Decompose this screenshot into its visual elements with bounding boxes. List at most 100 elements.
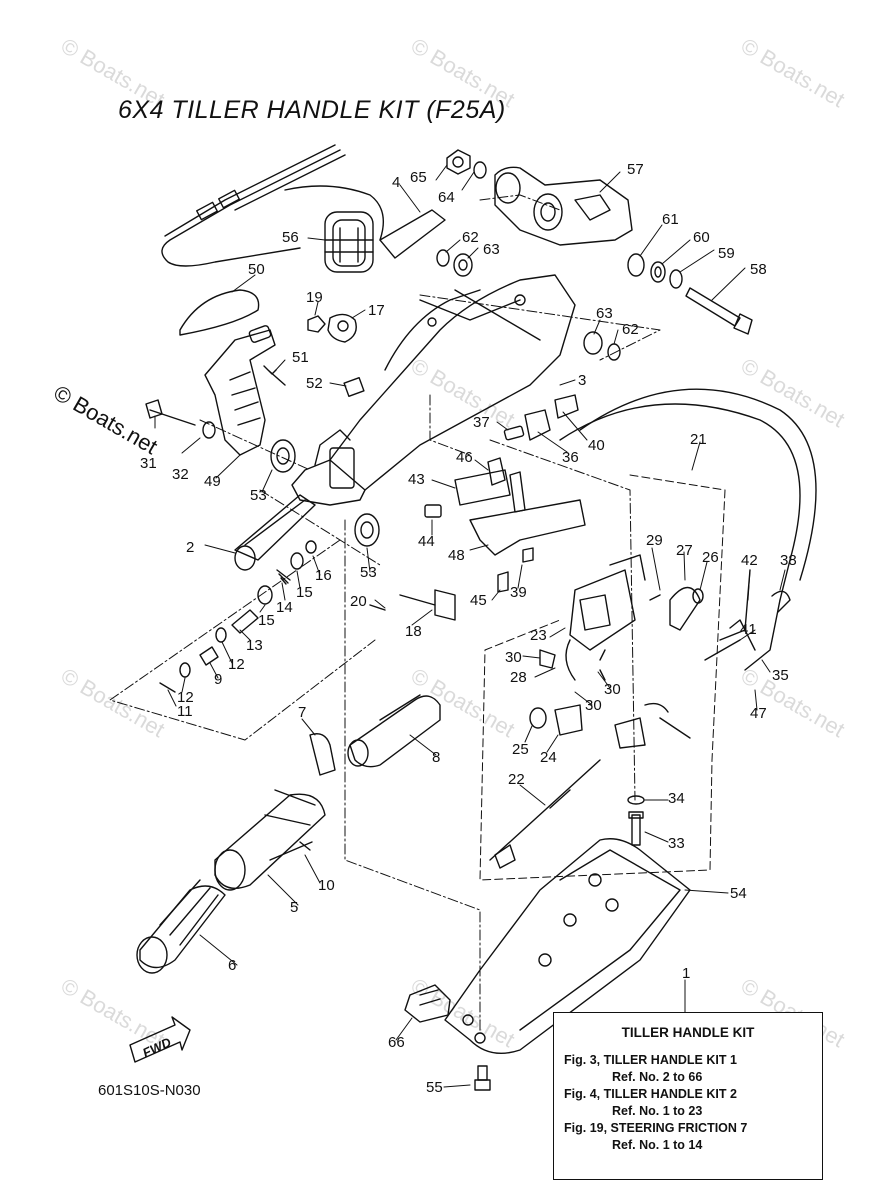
callout-63: 63 (596, 305, 613, 322)
callout-31: 31 (140, 455, 157, 472)
kit-box-line: Fig. 19, STEERING FRICTION 7 (564, 1121, 748, 1135)
callout-3: 3 (578, 372, 587, 389)
throttle-linkage-parts (489, 554, 704, 869)
callout-29: 29 (646, 532, 663, 549)
throttle-grip-part (136, 789, 326, 974)
callout-20: 20 (350, 593, 367, 610)
grommet-part (324, 211, 374, 273)
callout-48: 48 (448, 547, 465, 564)
bushing-part (270, 439, 380, 547)
callout-53: 53 (360, 564, 377, 581)
callout-62: 62 (622, 321, 639, 338)
callout-12: 12 (177, 689, 194, 706)
callout-7: 7 (298, 704, 307, 721)
small-label-part (343, 376, 365, 398)
callout-56: 56 (282, 229, 299, 246)
callout-14: 14 (276, 599, 293, 616)
screw-part (269, 841, 313, 861)
bolt-part (627, 253, 753, 335)
callout-25: 25 (512, 741, 529, 758)
callout-49: 49 (204, 473, 221, 490)
bolt-part (474, 1065, 491, 1091)
callout-17: 17 (368, 302, 385, 319)
bottom-cover-part (444, 838, 691, 1054)
callout-33: 33 (668, 835, 685, 852)
callout-30: 30 (505, 649, 522, 666)
throttle-cable-assembly (161, 144, 384, 267)
kit-box-title: TILLER HANDLE KIT (621, 1025, 755, 1040)
handle-grip-part (179, 289, 276, 456)
callout-45: 45 (470, 592, 487, 609)
callout-30: 30 (604, 681, 621, 698)
callout-21: 21 (690, 431, 707, 448)
callout-51: 51 (292, 349, 309, 366)
kit-box-line: Fig. 3, TILLER HANDLE KIT 1 (564, 1053, 737, 1067)
callout-9: 9 (214, 671, 223, 688)
kit-box-line: Ref. No. 1 to 14 (612, 1138, 703, 1152)
callout-58: 58 (750, 261, 767, 278)
callout-43: 43 (408, 471, 425, 488)
callout-39: 39 (510, 584, 527, 601)
callout-22: 22 (508, 771, 525, 788)
callout-18: 18 (405, 623, 422, 640)
callout-30: 30 (585, 697, 602, 714)
nut-part (446, 149, 487, 179)
callout-66: 66 (388, 1034, 405, 1051)
tiller-arm-body (291, 274, 576, 506)
callout-28: 28 (510, 669, 527, 686)
callout-2: 2 (186, 539, 195, 556)
callout-32: 32 (172, 466, 189, 483)
callout-34: 34 (668, 790, 685, 807)
callout-62: 62 (462, 229, 479, 246)
callout-16: 16 (315, 567, 332, 584)
spacer-part (436, 249, 621, 361)
callout-53: 53 (250, 487, 267, 504)
callout-42: 42 (741, 552, 758, 569)
callout-47: 47 (750, 705, 767, 722)
kit-box-line: Ref. No. 2 to 66 (612, 1070, 703, 1084)
switch-part (404, 984, 451, 1023)
page-title: 6X4 TILLER HANDLE KIT (F25A) (118, 96, 506, 124)
group-outline (109, 539, 376, 741)
callout-19: 19 (306, 289, 323, 306)
friction-knob-part (369, 589, 456, 621)
callout-59: 59 (718, 245, 735, 262)
group-outline (479, 474, 726, 881)
callout-36: 36 (562, 449, 579, 466)
callout-8: 8 (432, 749, 441, 766)
callout-12: 12 (228, 656, 245, 673)
callout-15: 15 (296, 584, 313, 601)
label-plate-part (379, 209, 446, 259)
callout-60: 60 (693, 229, 710, 246)
callout-13: 13 (246, 637, 263, 654)
kit-box-line: Ref. No. 1 to 23 (612, 1104, 703, 1118)
sleeve-part (309, 694, 441, 776)
leader-lines (154, 164, 786, 1088)
screw-part (263, 365, 286, 386)
callout-46: 46 (456, 449, 473, 466)
callout-40: 40 (588, 437, 605, 454)
throttle-shaft-part (234, 494, 316, 571)
bracket-part (494, 166, 633, 246)
diagram-code: 601S10S-N030 (98, 1082, 201, 1099)
callout-52: 52 (306, 375, 323, 392)
handle-bolt-part (145, 399, 216, 439)
shift-bracket-parts (424, 394, 586, 593)
fwd-arrow-icon (129, 1016, 191, 1063)
callout-24: 24 (540, 749, 557, 766)
collar-part (307, 313, 357, 343)
callout-11: 11 (177, 703, 193, 720)
throttle-small-parts (159, 540, 317, 693)
callout-26: 26 (702, 549, 719, 566)
callout-61: 61 (662, 211, 679, 228)
callout-55: 55 (426, 1079, 443, 1096)
callout-6: 6 (228, 957, 237, 974)
callout-54: 54 (730, 885, 747, 902)
callout-27: 27 (676, 542, 693, 559)
callout-35: 35 (772, 667, 789, 684)
callout-23: 23 (530, 627, 547, 644)
callout-4: 4 (392, 174, 401, 191)
callout-65: 65 (410, 169, 427, 186)
callout-38: 38 (780, 552, 797, 569)
